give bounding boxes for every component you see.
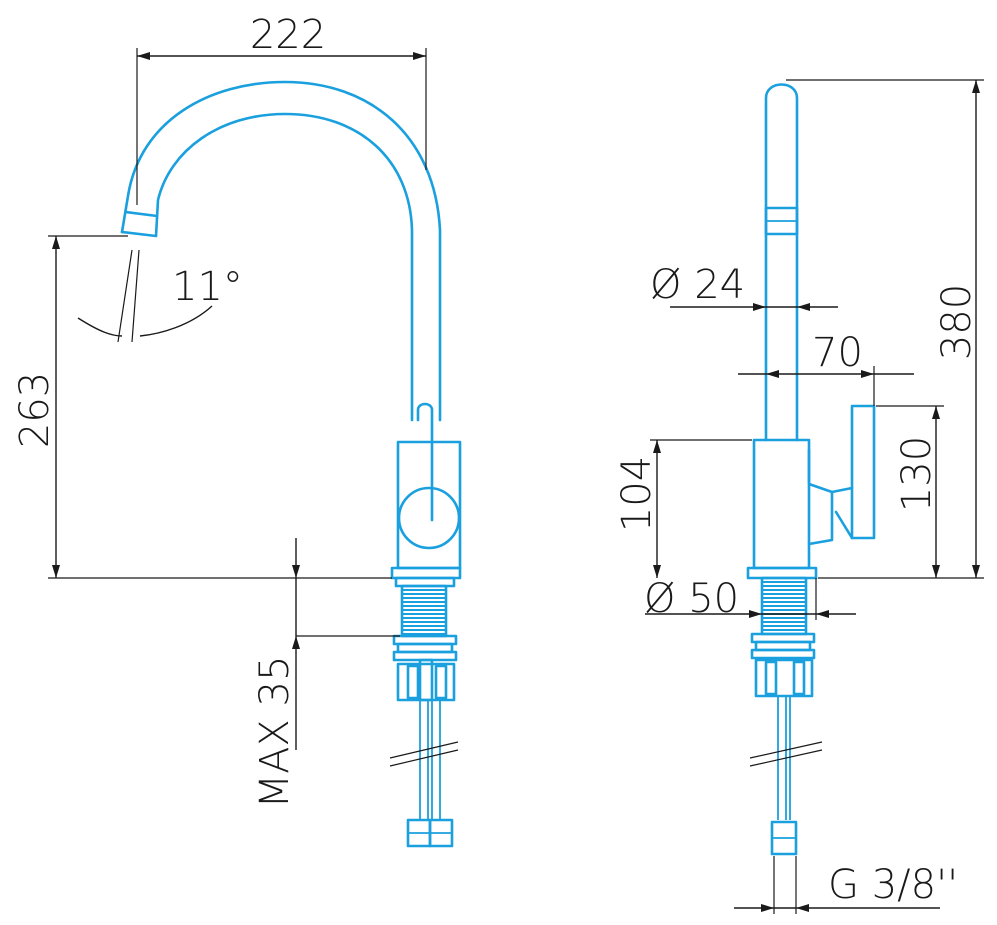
base-diameter-dimension: Ø 50 <box>644 576 856 622</box>
thread-label: G 3/8'' <box>828 862 958 908</box>
faucet-body <box>390 440 462 588</box>
lever-height-dimension: 130 <box>876 405 944 578</box>
angle-label: 11° <box>172 264 243 310</box>
lever-offset-label: 70 <box>812 330 863 376</box>
side-view: 380 Ø 24 70 130 <box>614 79 984 914</box>
width-label: 222 <box>250 12 326 58</box>
base-diameter-label: Ø 50 <box>644 576 739 622</box>
total-height-label: 380 <box>934 284 980 360</box>
spout-diameter-label: Ø 24 <box>650 262 745 308</box>
max-dimension: MAX 35 <box>252 538 400 808</box>
fixing-nut <box>396 658 456 702</box>
faucet-spout <box>120 80 442 522</box>
lever-height-label: 130 <box>894 436 940 512</box>
max-label: MAX 35 <box>252 656 298 809</box>
width-dimension: 222 <box>136 12 427 205</box>
height-label: 263 <box>12 372 58 448</box>
side-body <box>746 404 876 580</box>
body-height-label: 104 <box>614 456 660 532</box>
angle-dimension: 11° <box>77 249 243 343</box>
height-dimension: 263 <box>12 235 392 579</box>
supply-hoses <box>389 700 459 848</box>
threaded-shank <box>392 584 458 662</box>
side-hose <box>749 696 823 856</box>
side-spout <box>764 83 799 442</box>
lever-offset-dimension: 70 <box>738 330 914 406</box>
front-view: 222 263 11° MAX 35 <box>12 12 462 848</box>
body-height-dimension: 104 <box>614 439 752 578</box>
side-shank <box>750 576 816 698</box>
spout-diameter-dimension: Ø 24 <box>650 262 838 311</box>
thread-dimension: G 3/8'' <box>734 856 958 914</box>
total-height-dimension: 380 <box>786 79 984 579</box>
